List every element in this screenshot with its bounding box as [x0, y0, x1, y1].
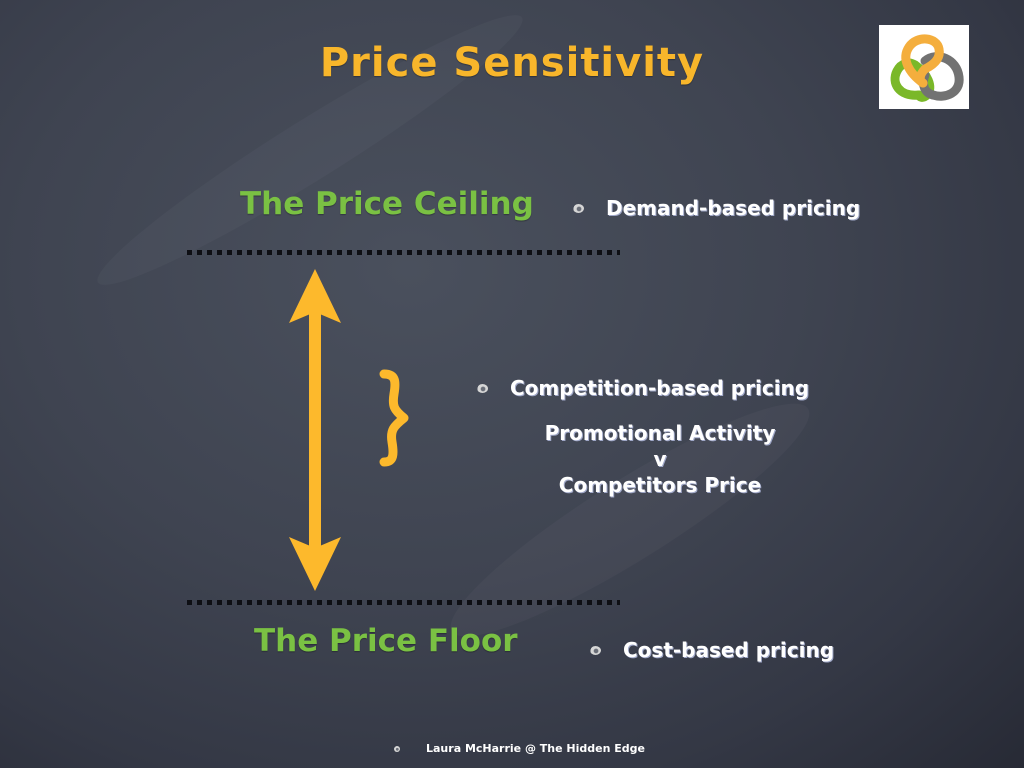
interlocking-rings-logo-icon [890, 34, 964, 102]
price-floor-heading: The Price Floor [254, 623, 518, 659]
bullet-icon [573, 203, 584, 213]
logo [879, 25, 969, 109]
double-headed-arrow-icon [289, 269, 341, 591]
floor-divider [187, 600, 620, 605]
chalk-texture [431, 375, 830, 665]
competition-based-bullet: Competition-based pricing [477, 376, 809, 400]
versus-text: v [653, 447, 667, 471]
competitors-price-text: Competitors Price [558, 473, 762, 497]
bullet-icon [394, 745, 400, 752]
demand-based-bullet: Demand-based pricing [573, 196, 860, 220]
promotional-activity-text: Promotional Activity [544, 421, 776, 445]
competition-based-label: Competition-based pricing [510, 376, 810, 400]
ceiling-divider [187, 250, 620, 255]
slide-title: Price Sensitivity [319, 40, 705, 86]
bullet-icon [590, 645, 601, 655]
cost-based-bullet: Cost-based pricing [590, 638, 834, 662]
demand-based-label: Demand-based pricing [606, 196, 861, 220]
cost-based-label: Cost-based pricing [623, 638, 835, 662]
footer: Laura McHarrie @ The Hidden Edge [394, 742, 645, 755]
promotional-vs-competitors: Promotional Activity v Competitors Price [520, 420, 800, 498]
curly-brace-icon [379, 369, 409, 467]
bullet-icon [477, 383, 488, 393]
price-ceiling-heading: The Price Ceiling [240, 186, 534, 222]
footer-credit: Laura McHarrie @ The Hidden Edge [426, 742, 645, 755]
